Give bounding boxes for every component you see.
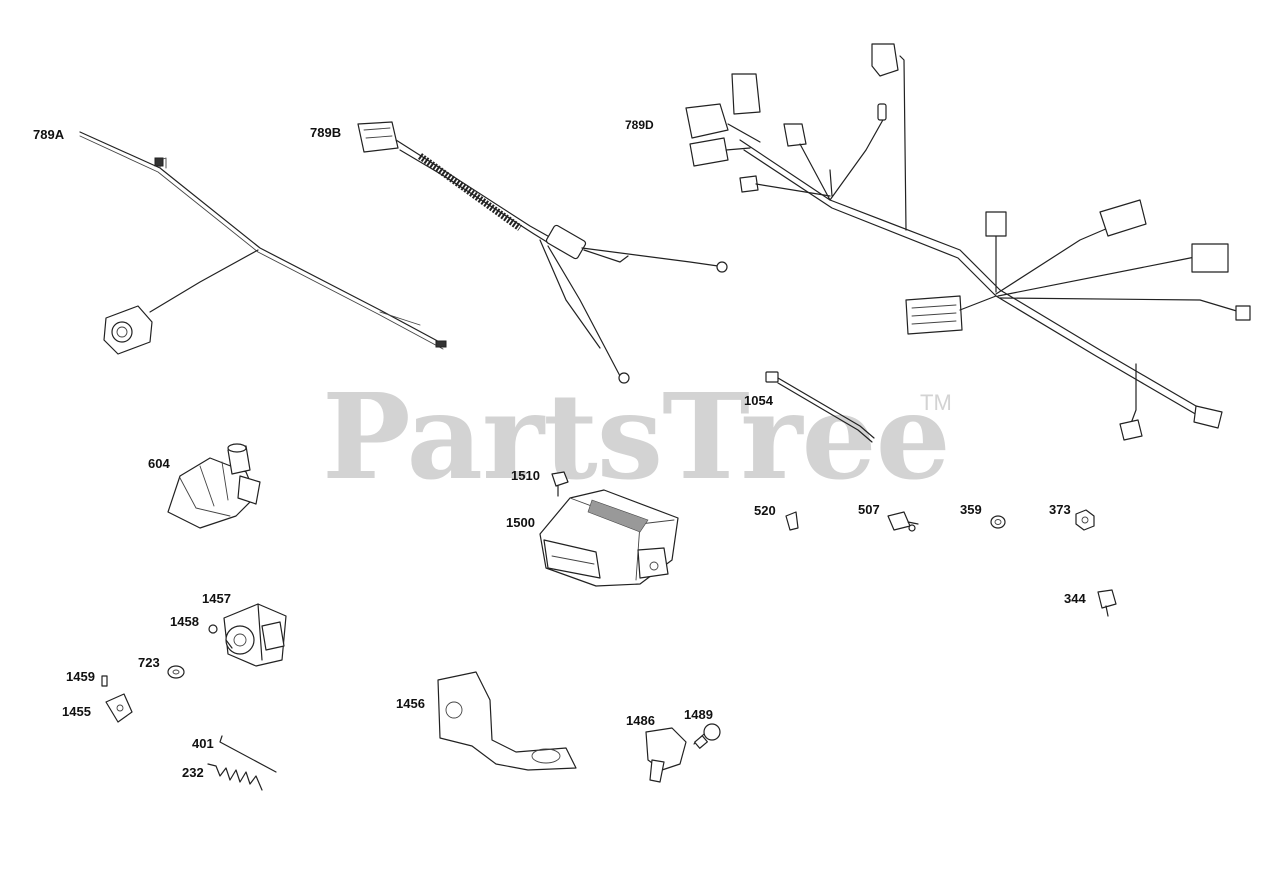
rod-401[interactable] xyxy=(219,735,277,773)
spacer-723[interactable] xyxy=(167,665,185,679)
callout-401[interactable]: 401 xyxy=(192,736,214,751)
callout-789d[interactable]: 789D xyxy=(625,118,654,132)
callout-1457[interactable]: 1457 xyxy=(202,591,231,606)
callout-723[interactable]: 723 xyxy=(138,655,160,670)
bracket-1455[interactable] xyxy=(105,693,133,723)
switch-507[interactable] xyxy=(887,511,919,532)
harness-789a[interactable] xyxy=(79,131,447,355)
callout-1458[interactable]: 1458 xyxy=(170,614,199,629)
bolt-1489[interactable] xyxy=(693,723,721,749)
harness-789d[interactable] xyxy=(685,43,1251,441)
callout-604[interactable]: 604 xyxy=(148,456,170,471)
sensor-1486[interactable] xyxy=(645,727,687,783)
controller-1500[interactable] xyxy=(539,489,679,587)
nut-373[interactable] xyxy=(1075,509,1095,531)
callout-1486[interactable]: 1486 xyxy=(626,713,655,728)
callout-1455[interactable]: 1455 xyxy=(62,704,91,719)
plate-1456[interactable] xyxy=(437,671,577,771)
housing-604[interactable] xyxy=(167,443,261,529)
callout-232[interactable]: 232 xyxy=(182,765,204,780)
callout-1456[interactable]: 1456 xyxy=(396,696,425,711)
callout-520[interactable]: 520 xyxy=(754,503,776,518)
callout-1489[interactable]: 1489 xyxy=(684,707,713,722)
watermark: PartsTree xyxy=(322,367,951,506)
washer-359[interactable] xyxy=(990,515,1006,529)
bolt-344[interactable] xyxy=(1097,589,1117,617)
callout-359[interactable]: 359 xyxy=(960,502,982,517)
callout-1510[interactable]: 1510 xyxy=(511,468,540,483)
cable-tie-1054[interactable] xyxy=(765,371,875,443)
callout-1500[interactable]: 1500 xyxy=(506,515,535,530)
pin-1459[interactable] xyxy=(101,675,108,687)
callout-789b[interactable]: 789B xyxy=(310,125,342,140)
callout-373[interactable]: 373 xyxy=(1049,502,1071,517)
screw-1458[interactable] xyxy=(208,624,218,634)
spring-232[interactable] xyxy=(207,763,263,791)
callout-507[interactable]: 507 xyxy=(858,502,880,517)
screw-1510[interactable] xyxy=(551,471,569,497)
callout-1054[interactable]: 1054 xyxy=(744,393,773,408)
clip-520[interactable] xyxy=(785,511,799,531)
callout-789a[interactable]: 789A xyxy=(33,127,65,142)
callout-1459[interactable]: 1459 xyxy=(66,669,95,684)
actuator-1457[interactable] xyxy=(223,603,287,667)
callout-344[interactable]: 344 xyxy=(1064,591,1086,606)
harness-789b[interactable] xyxy=(357,121,728,384)
watermark-trademark: TM xyxy=(920,390,952,415)
